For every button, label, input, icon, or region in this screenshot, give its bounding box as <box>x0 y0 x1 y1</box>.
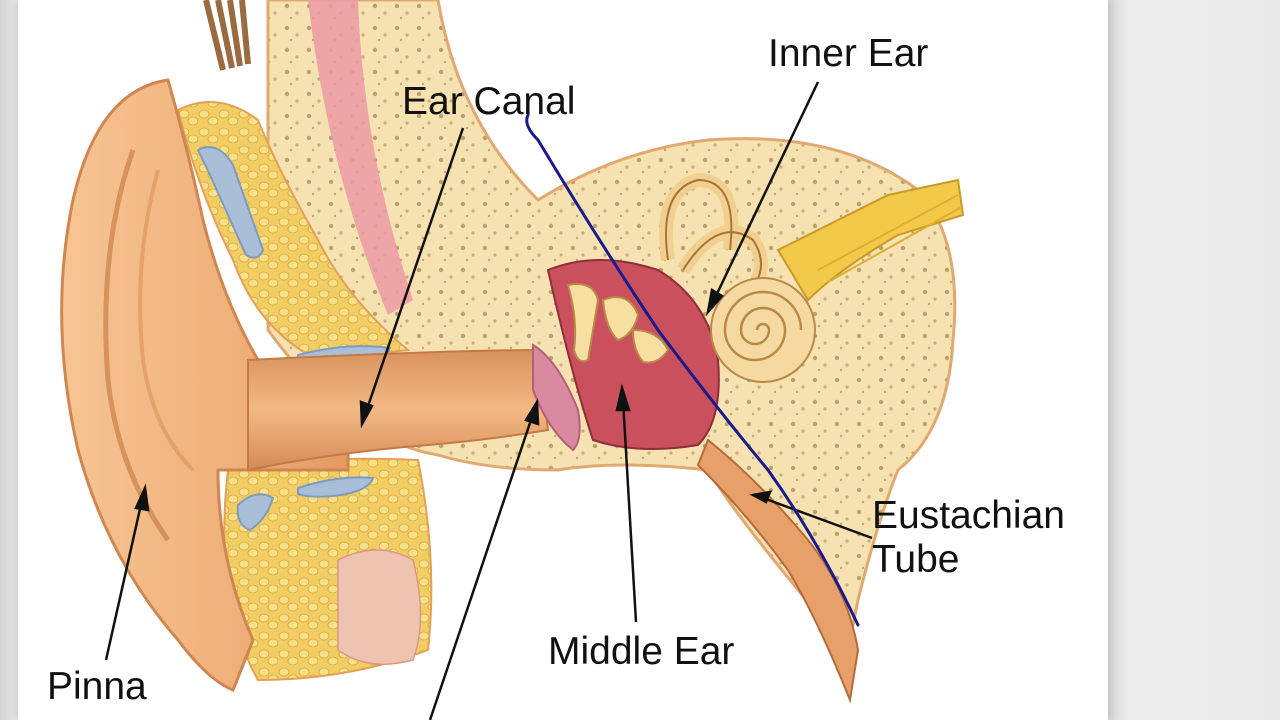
arrowhead-middle-ear <box>615 383 631 412</box>
pen-annotation-line <box>525 113 860 627</box>
fat-tissue-upper <box>176 101 411 362</box>
arrow-eustachian-tube <box>762 496 873 540</box>
arrow-middle-ear <box>621 399 638 623</box>
slide-canvas: Inner Ear Ear Canal Eustachian Tube Midd… <box>18 0 1108 720</box>
arrow-ear-canal <box>364 127 465 413</box>
arrowhead-ear-canal <box>359 400 374 429</box>
arrow-eardrum <box>428 413 535 720</box>
label-eustachian-tube: Eustachian Tube <box>872 494 1065 581</box>
label-inner-ear: Inner Ear <box>768 32 929 75</box>
arrowhead-eustachian-tube <box>749 490 772 504</box>
eustachian-tube-shape <box>696 438 860 704</box>
slide-margin-left <box>0 0 18 720</box>
pinna-inner-fold <box>138 169 195 472</box>
ossicles <box>566 283 670 364</box>
cochlea <box>710 277 816 383</box>
arrow-inner-ear <box>712 81 820 301</box>
gland-tissue <box>337 549 422 665</box>
auditory-nerve <box>776 178 965 302</box>
label-pinna: Pinna <box>47 665 147 708</box>
muscle-layer <box>308 0 413 315</box>
ear-canal-shape <box>247 348 550 472</box>
slide-margin-right <box>1108 0 1280 720</box>
pinna-fold <box>103 149 171 542</box>
arrow-pinna <box>104 499 144 661</box>
pointer-arrows <box>104 81 873 720</box>
ear-anatomy-diagram <box>60 0 965 720</box>
eardrum-shape <box>532 343 581 452</box>
label-eustachian-tube-line2: Tube <box>872 537 960 581</box>
label-middle-ear: Middle Ear <box>548 630 735 673</box>
label-eustachian-tube-line1: Eustachian <box>872 494 1065 537</box>
hair-strands <box>203 0 251 71</box>
label-ear-canal: Ear Canal <box>402 80 576 123</box>
arrowhead-inner-ear <box>705 287 724 317</box>
arrowhead-pinna <box>134 483 150 512</box>
arrowhead-eardrum <box>524 397 540 426</box>
